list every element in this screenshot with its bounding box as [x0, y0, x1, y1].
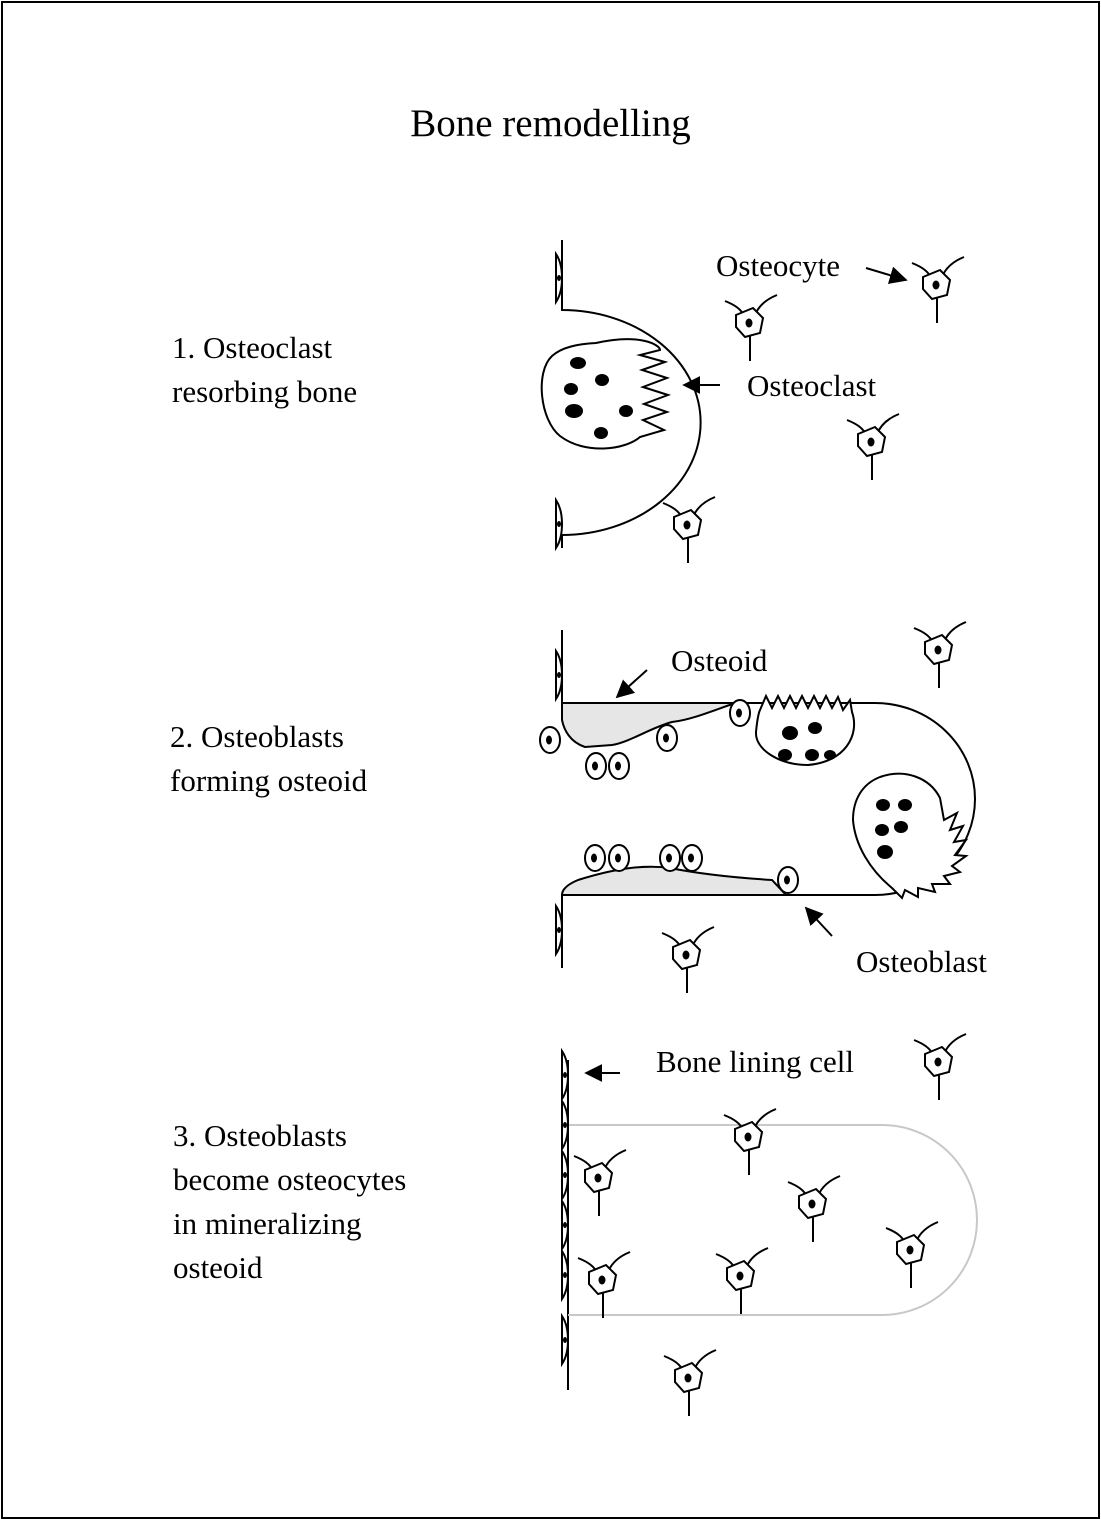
- nucleus: [894, 821, 908, 833]
- osteocyte: [914, 622, 966, 688]
- osteoblast: [778, 867, 798, 893]
- osteocyte: [716, 1248, 768, 1314]
- nucleus: [877, 845, 893, 859]
- osteocyte: [578, 1252, 630, 1318]
- step-1-drawing: [542, 240, 964, 563]
- mineralizing-osteoid-outline: [568, 1125, 977, 1315]
- osteoid-layer-upper: [562, 703, 735, 747]
- osteoblast: [586, 753, 606, 779]
- osteocyte: [663, 497, 715, 563]
- osteocyte: [724, 1109, 776, 1175]
- osteocyte: [725, 295, 777, 361]
- osteocyte: [662, 927, 714, 993]
- osteocyte: [886, 1222, 938, 1288]
- osteoblast: [585, 845, 605, 871]
- nucleus: [778, 749, 792, 761]
- osteoblast: [609, 845, 629, 871]
- osteoblast: [660, 845, 680, 871]
- osteoblast: [730, 700, 750, 726]
- nucleus: [595, 374, 609, 386]
- osteoclast-cell: [853, 774, 966, 898]
- nucleus: [808, 722, 822, 734]
- nucleus: [824, 750, 836, 760]
- nucleus: [782, 726, 798, 740]
- nucleus: [565, 404, 583, 418]
- osteoid-arrow: [617, 670, 647, 697]
- nucleus: [564, 383, 578, 395]
- nucleus: [876, 799, 890, 811]
- osteocyte: [912, 257, 964, 323]
- osteocyte: [914, 1034, 966, 1100]
- osteoblast: [609, 753, 629, 779]
- osteocyte: [788, 1176, 840, 1242]
- step-2-drawing: [540, 622, 975, 993]
- osteoblast: [540, 727, 560, 753]
- osteoblast: [657, 725, 677, 751]
- nucleus: [619, 405, 633, 417]
- osteocyte: [847, 414, 899, 480]
- nucleus: [594, 427, 608, 439]
- nucleus: [805, 749, 819, 761]
- step-3-drawing: [562, 1034, 977, 1416]
- osteoblast-arrow: [806, 908, 832, 936]
- nucleus: [875, 824, 889, 836]
- osteocyte: [574, 1150, 626, 1216]
- nucleus: [570, 357, 586, 369]
- osteocyte: [664, 1350, 716, 1416]
- osteoblast: [682, 845, 702, 871]
- nucleus: [898, 799, 912, 811]
- osteocyte-arrow: [866, 268, 906, 280]
